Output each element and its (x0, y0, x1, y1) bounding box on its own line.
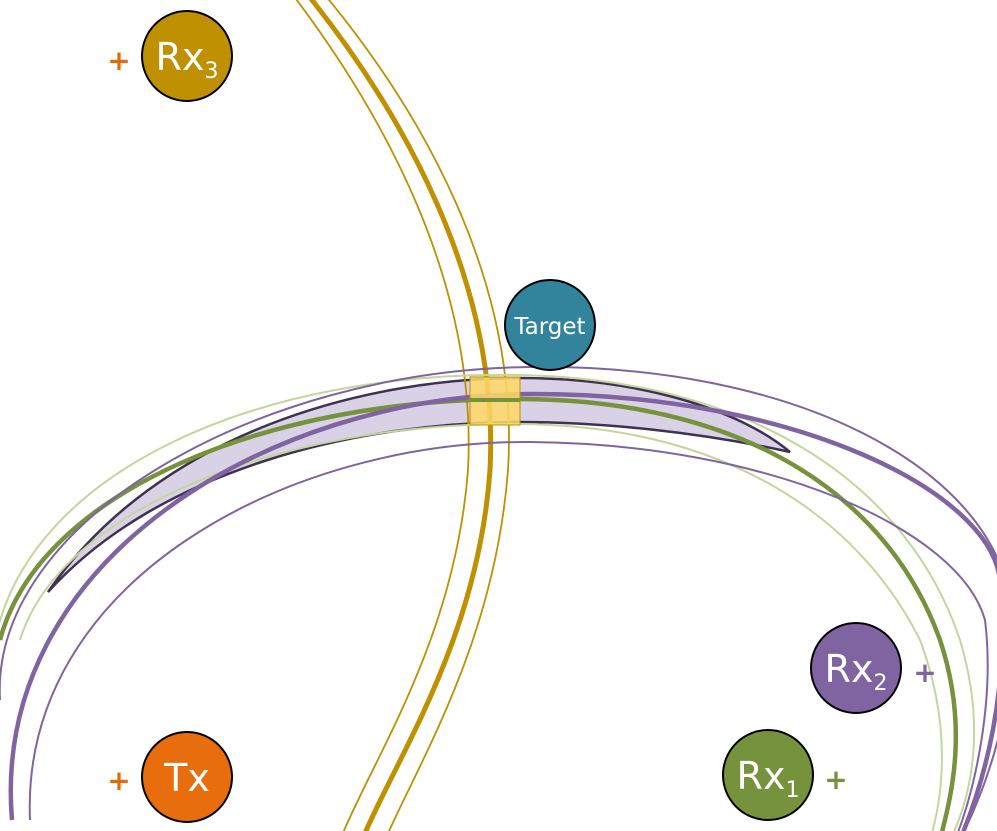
rx1-outer-ellipse (0, 373, 976, 831)
target-circle (504, 279, 596, 371)
rx3-node: Rx3 (141, 10, 233, 102)
rx3-sub: 3 (204, 59, 218, 84)
target-node: Target (504, 279, 596, 371)
tx-circle (141, 731, 233, 823)
rx2-inner-ellipse (28, 440, 989, 831)
rx1-sub: 1 (785, 778, 799, 803)
rx2-plus-marker: + (913, 656, 936, 689)
rx1-main-ellipse (0, 396, 959, 831)
rx2-uncertainty-region (46, 376, 791, 593)
rx1-range-ellipse (0, 373, 976, 831)
rx1-node: Rx1 (722, 729, 814, 821)
rx2-range-ellipse (0, 365, 997, 831)
rx2-sub: 2 (873, 671, 887, 696)
svg-text:Rx3: Rx3 (156, 35, 219, 84)
rx2-label: Rx (825, 647, 874, 691)
rx1-inner-ellipse (19, 422, 943, 831)
rx3-range-band (295, 0, 510, 831)
rx2-outer-ellipse (0, 365, 997, 831)
rx3-label: Rx (156, 35, 205, 79)
rx3-outer-ring (327, 0, 510, 831)
rx1-plus-marker: + (824, 763, 847, 796)
rx2-main-ellipse (8, 391, 997, 831)
target-label: Target (513, 314, 585, 340)
tx-node: Tx (141, 731, 233, 823)
rx3-main-ring (308, 0, 494, 831)
svg-text:Rx2: Rx2 (825, 647, 888, 696)
rx3-circle (141, 10, 233, 102)
rx3-plus-marker: + (107, 44, 130, 77)
tx-plus-marker: + (107, 764, 130, 797)
rx2-node: Rx2 (810, 622, 902, 714)
rx2-circle (810, 622, 902, 714)
tx-label: Tx (163, 756, 210, 800)
svg-text:Rx1: Rx1 (737, 754, 800, 803)
rx3-inner-ring (295, 0, 470, 831)
rx1-circle (722, 729, 814, 821)
rx1-label: Rx (737, 754, 786, 798)
